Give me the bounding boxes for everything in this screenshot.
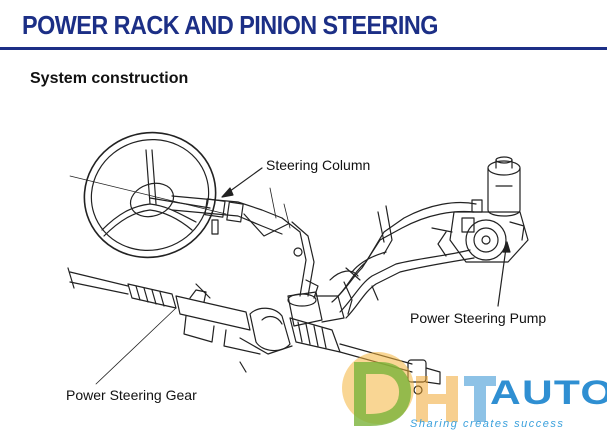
steering-wheel	[69, 131, 227, 259]
power-steering-pump-leader	[497, 241, 511, 307]
watermark-slogan: Sharing creates success	[410, 418, 565, 430]
pinion-valve	[287, 270, 359, 327]
steering-column-label: Steering Column	[266, 157, 371, 173]
power-steering-pump	[431, 156, 529, 263]
power-steering-pump-label: Power Steering Pump	[410, 310, 547, 326]
dht-logo-mark	[342, 352, 496, 426]
title-underline	[0, 47, 607, 50]
dht-auto-watermark: AUTO Sharing creates success	[330, 350, 607, 435]
steering-column-leader	[221, 167, 263, 198]
watermark-auto-text: AUTO	[490, 374, 607, 412]
steering-column	[149, 187, 315, 297]
page-title: POWER RACK AND PINION STEERING	[22, 10, 438, 40]
power-steering-gear-label: Power Steering Gear	[66, 387, 197, 403]
hydraulic-lines	[331, 201, 477, 319]
section-subtitle: System construction	[30, 70, 189, 87]
